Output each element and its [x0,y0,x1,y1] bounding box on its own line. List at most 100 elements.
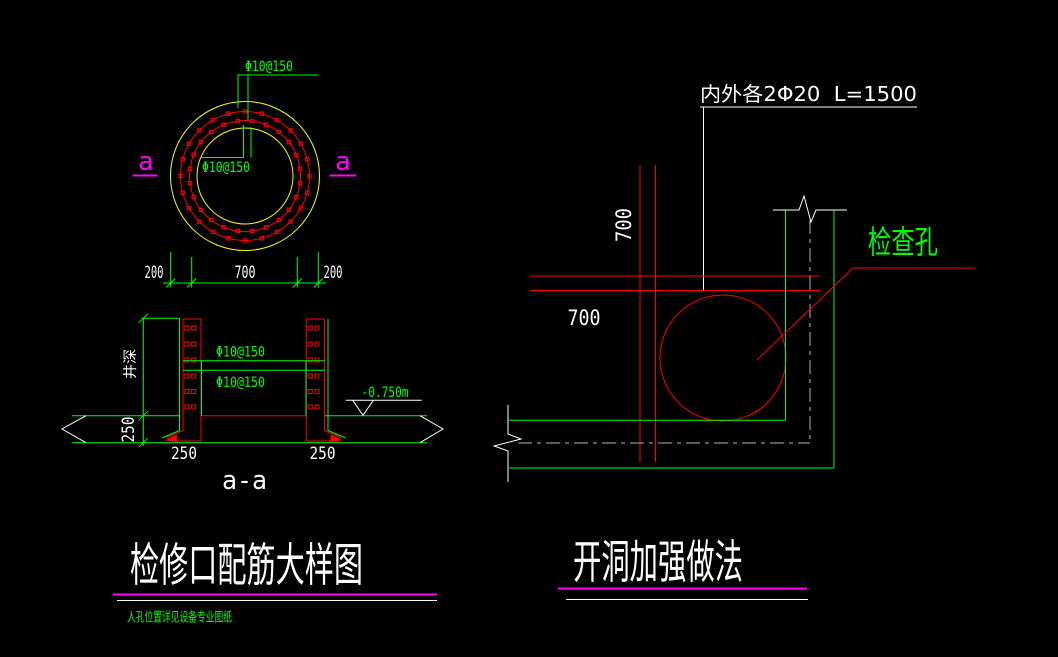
rebar-dot [184,373,190,379]
rebar-dot [209,217,214,223]
rebar-dot [275,229,280,235]
dim-tick [138,410,149,421]
rebar-dot [187,166,193,172]
rebar-dot [307,173,312,179]
rebar-dot [191,373,197,379]
rebar-dot [186,141,192,147]
rebar-dot [305,157,310,162]
rebar-dot [221,122,227,127]
bars-label: 内外各2Φ20 L=1500 [700,82,917,106]
right-wall-flare [324,430,342,438]
rebar-dot [314,325,320,331]
ring-outer-rebar-circle [180,111,310,241]
rebar-dot [288,219,293,224]
rebar-dot [191,152,196,158]
rebar-dot [226,236,231,241]
level-mark-triangle [352,400,374,417]
rebar-dot [210,229,216,235]
rebar-dot [235,118,241,124]
dim-tick [313,278,324,288]
rebar-dot [210,117,215,123]
section-rebar-label-bottom: Φ10@150 [216,375,265,391]
rebar-dot [184,341,190,347]
rebar-dot [186,206,192,211]
rebar-dot [286,140,292,145]
inspection-hole-circle [659,294,787,422]
level-label: -0.750m [362,385,409,401]
rebar-dot [314,341,320,347]
section-title: a-a [222,466,267,496]
rebar-dot [184,357,190,363]
dim-text-700: 700 [235,263,256,283]
rebar-dot [209,129,214,135]
section-aa: Φ10@150 Φ10@150 井深 250 -0.750m 250 250 a… [60,313,444,496]
section-marker-a-right: a [335,147,351,177]
rebar-dot [184,389,190,394]
rebar-dot [307,404,313,410]
rebar-dot [305,190,310,195]
break-mark-top [773,194,847,224]
left-figure-note: 人孔位置详见设备专业图纸 [127,610,232,626]
dim-text-200-right: 200 [324,263,343,283]
dim-tick [165,278,176,288]
rebar-dot [180,190,185,195]
rebar-dot [307,357,313,363]
rebar-dot [307,389,313,394]
rebar-dot [288,128,293,133]
left-figure-title: 检修口配筋大样图 [130,538,363,592]
hole-label: 检查孔 [868,223,938,261]
section-marker-a-left: a [138,147,154,177]
dim-tick [138,437,149,448]
dim-tick [186,278,197,288]
rebar-dot [297,181,303,186]
ring-top-rebar-label: Φ10@150 [245,59,293,75]
rebar-dot [184,325,190,331]
rebar-dot [198,140,204,145]
rebar-dot [307,373,313,379]
rebar-dot [307,341,313,347]
ring-inner-concrete-circle [196,127,294,225]
dim-text-200-left: 200 [145,263,164,283]
rebar-dot [314,373,320,379]
ring-inner-rebar-label: Φ10@150 [202,160,250,176]
rebar-dot [191,325,197,331]
hole-label-leader [756,267,975,361]
section-rebar-label-top: Φ10@150 [216,345,265,361]
rebar-dot [314,404,320,410]
wall-height-label: 井深 [123,349,139,379]
rebar-dot [191,404,197,410]
rebar-dot [298,206,304,211]
right-figure-title: 开洞加强做法 [573,535,743,589]
rebar-dot [276,129,282,135]
figure-titles: 检修口配筋大样图 人孔位置详见设备专业图纸 开洞加强做法 [113,535,808,626]
rebar-dot [180,157,185,162]
rebar-dot [275,117,280,123]
rebar-dot [250,228,255,234]
rebar-dot [297,166,303,172]
dim-700-vertical: 700 [612,208,636,242]
right-wall-outline-green [327,319,346,439]
rebar-dot [314,357,320,363]
rebar-dot [235,228,241,234]
rebar-dot [276,217,282,223]
rebar-dot [221,225,227,230]
rebar-dot [250,118,255,124]
rebar-dot [286,207,292,213]
opening-detail: 内外各2Φ20 L=1500 700 700 检查孔 [492,82,975,482]
dim-700-horizontal: 700 [568,306,601,330]
rebar-dot [197,219,202,224]
ring-inner-rebar-circle [189,120,301,232]
rebar-dot [259,236,264,241]
rebar-dot [294,195,299,200]
ring-outer-concrete-circle [170,101,320,251]
rebar-dot [314,389,320,394]
left-wall-hook-arrow [166,434,177,443]
rebar-dot [298,141,304,146]
rebar-dot [226,111,231,116]
leader-inner-rebar [200,125,244,158]
rebar-dot [264,225,269,230]
rebar-dot [264,122,269,127]
rebar-dot [184,404,190,410]
